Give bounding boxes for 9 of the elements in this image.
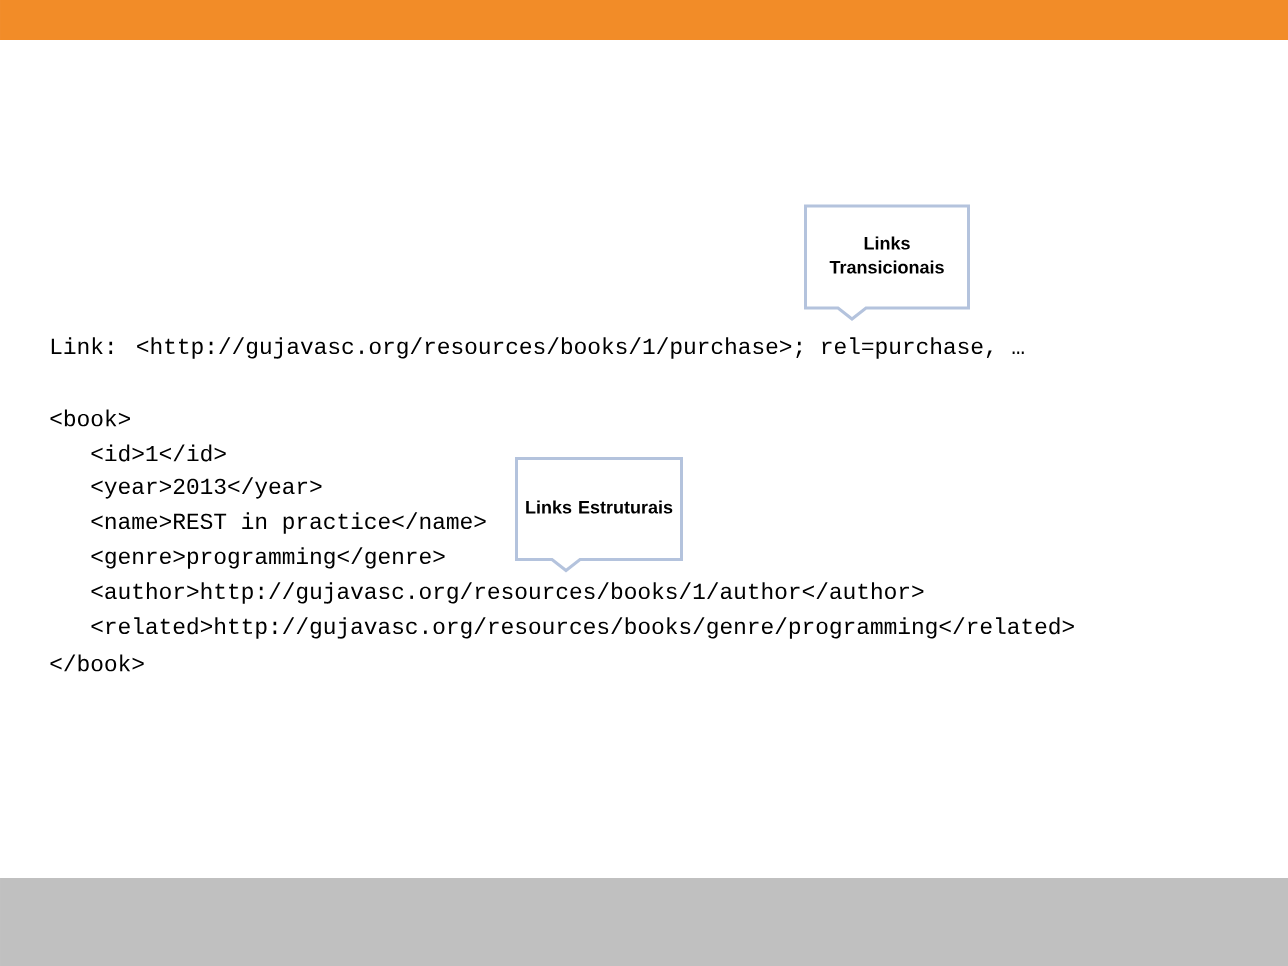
code-line: <related>http://gujavasc.org/resources/books/genre/programming</related> — [91, 617, 1074, 639]
code-line: <id>1</id> — [91, 444, 226, 462]
callout-box: Links Transicionais — [804, 204, 970, 321]
callout-box: Links Estruturais — [515, 457, 683, 573]
code-line: </book> — [50, 654, 144, 672]
code-line: <name>REST in practice</name> — [91, 512, 486, 534]
code-line: <genre>programming</genre> — [91, 547, 445, 569]
code-line: <year>2013</year> — [91, 477, 322, 499]
code-line: <book> — [50, 409, 130, 427]
